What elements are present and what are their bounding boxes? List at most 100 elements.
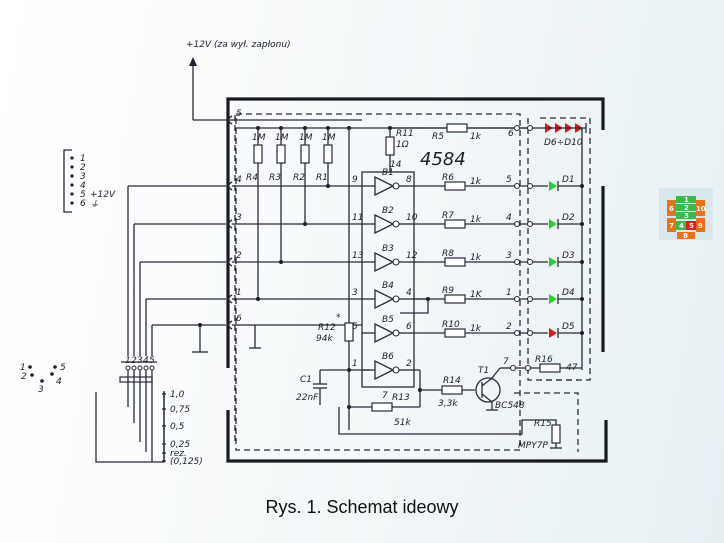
pullup-value-r3: 1M <box>275 133 289 143</box>
resistor-r14 <box>441 385 463 395</box>
socket-pin-label-4: 4 <box>56 377 62 387</box>
ground-symbol <box>192 323 261 353</box>
socket-pin-label-1: 1 <box>20 363 26 373</box>
r5-value: 1k <box>470 132 482 142</box>
resistor-value-r7: 1k <box>470 215 482 225</box>
legend-pin-dot-5 <box>70 192 74 196</box>
gate-name-b4: B4 <box>382 281 394 291</box>
r5-label: R5 <box>432 132 444 142</box>
legend-pin-2: 2 <box>80 163 86 173</box>
resistor-r12 <box>344 322 354 342</box>
level-scale-label: (0,125) <box>170 457 203 467</box>
seg-label-5: 5 <box>689 222 694 230</box>
seg-label-2: 2 <box>684 204 689 212</box>
legend-pin-dot-2 <box>70 165 74 169</box>
enclosure-outline-bottom <box>226 410 608 463</box>
pullup-name-r1: R1 <box>316 173 328 183</box>
gate-name-b2: B2 <box>382 206 394 216</box>
tank-outline <box>95 391 165 463</box>
transistor-t1 <box>475 367 510 411</box>
socket-pin-dot-5 <box>53 365 57 369</box>
ic-pin-gnd: 7 <box>382 391 388 401</box>
resistor-label-r6: R6 <box>442 173 454 183</box>
gate-in-pin-b1: 9 <box>352 175 358 185</box>
socket-pin-label-2: 2 <box>21 372 27 382</box>
resistor-value-r6: 1k <box>470 177 482 187</box>
legend-pin-1: 1 <box>80 154 86 164</box>
seg-label-1: 1 <box>684 196 689 204</box>
legend-pin-5: 5 <box>80 190 86 200</box>
t1-label: T1 <box>478 366 489 376</box>
resistor-label-r9: R9 <box>442 286 454 296</box>
display-pin-5: 5 <box>506 175 512 185</box>
seg-label-4: 4 <box>679 222 684 230</box>
pcb-outline-2 <box>514 392 579 452</box>
pullup-value-r4: 1M <box>252 133 266 143</box>
r14-label: R14 <box>443 376 461 386</box>
seg-label-10: 10 <box>696 205 706 213</box>
legend-pin-3: 3 <box>80 172 86 182</box>
led-d2 <box>549 219 557 229</box>
socket-pin-label-5: 5 <box>60 363 66 373</box>
ic-label: 4584 <box>420 149 466 170</box>
level-scale-label: 1,0 <box>170 390 185 400</box>
connector-jack-1: 1 <box>145 288 362 356</box>
display-outline <box>540 117 591 381</box>
led-label-d3: D3 <box>562 251 575 261</box>
resistor-value-r8: 1k <box>470 253 482 263</box>
gate-name-b3: B3 <box>382 244 394 254</box>
connector-pin-5: 5 <box>236 109 242 119</box>
connector-pin-4: 4 <box>236 175 242 185</box>
gate-in-pin-b3: 13 <box>352 251 364 261</box>
led-d5 <box>549 328 557 338</box>
seg-2 <box>676 204 696 211</box>
backlight-leds <box>533 123 587 133</box>
c1-value: 22nF <box>296 393 319 403</box>
resistor-r10 <box>444 328 466 338</box>
pullup-name-r2: R2 <box>293 173 305 183</box>
r11-value: 1Ω <box>396 140 409 150</box>
probe-holder <box>119 376 153 383</box>
resistor-label-r10: R10 <box>442 320 460 330</box>
seg-4 <box>676 221 686 230</box>
pullup-value-r1: 1M <box>322 133 336 143</box>
r14-value: 3,3k <box>438 399 458 409</box>
resistor-r5 <box>446 123 468 133</box>
resistor-r6 <box>444 181 466 191</box>
seg-label-3: 3 <box>684 212 689 220</box>
thermistor-r15 <box>551 424 561 444</box>
seg-8 <box>677 232 695 239</box>
led-label-d4: D4 <box>562 288 575 298</box>
probe-4: 4 <box>143 356 149 452</box>
probe-pin-label-4: 4 <box>143 356 149 366</box>
socket-pin-dot-1 <box>28 365 32 369</box>
enclosure-outline <box>226 97 605 368</box>
gate-in-pin-b6: 1 <box>352 359 358 369</box>
probe-5: 5 <box>149 356 155 462</box>
seg-3 <box>676 212 696 219</box>
r16-pin: 7 <box>503 357 509 367</box>
resistor-r16 <box>539 363 561 373</box>
socket-pin-dot-2 <box>30 373 34 377</box>
t1-value: BC548 <box>495 401 525 411</box>
seg-10 <box>696 200 705 216</box>
seg-label-7: 7 <box>669 222 674 230</box>
ic-4584 <box>361 171 415 388</box>
probe-pin-label-2: 2 <box>131 356 137 366</box>
pcb-outline <box>235 113 521 451</box>
connector-jack-5: 5 <box>227 109 362 125</box>
probe-pin-label-5: 5 <box>149 356 155 366</box>
gate-in-pin-b4: 3 <box>352 288 358 298</box>
legend-pin-6: 6 <box>80 199 86 209</box>
r12-label: R12 <box>318 323 336 333</box>
r16-value: 47 <box>566 363 578 373</box>
resistor-value-r10: 1k <box>470 324 482 334</box>
display-pin-1: 1 <box>506 288 512 298</box>
